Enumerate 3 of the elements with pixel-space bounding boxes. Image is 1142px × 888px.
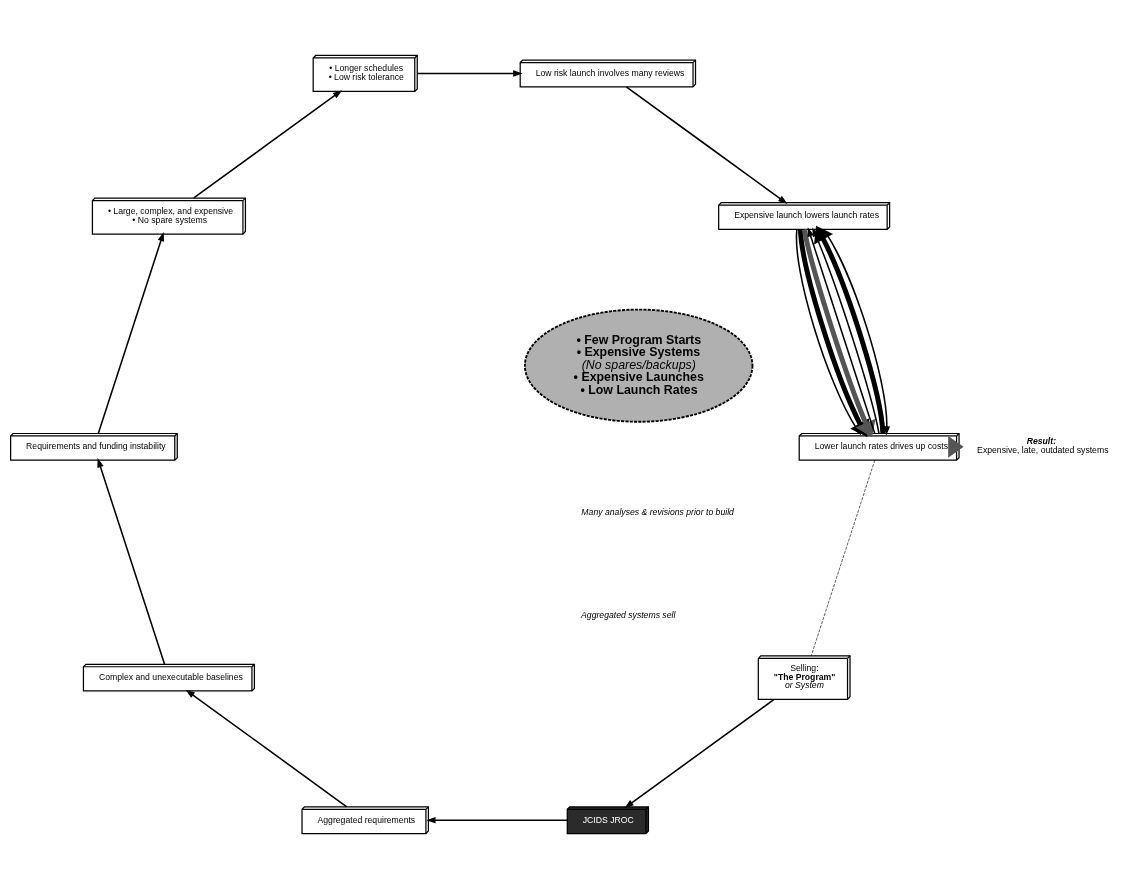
label: Aggregated systems sell bbox=[581, 609, 676, 620]
label: Many analyses & revisions prior to build bbox=[581, 506, 734, 517]
node-text: Result: Expensive, late, outdated systems bbox=[977, 435, 1109, 455]
